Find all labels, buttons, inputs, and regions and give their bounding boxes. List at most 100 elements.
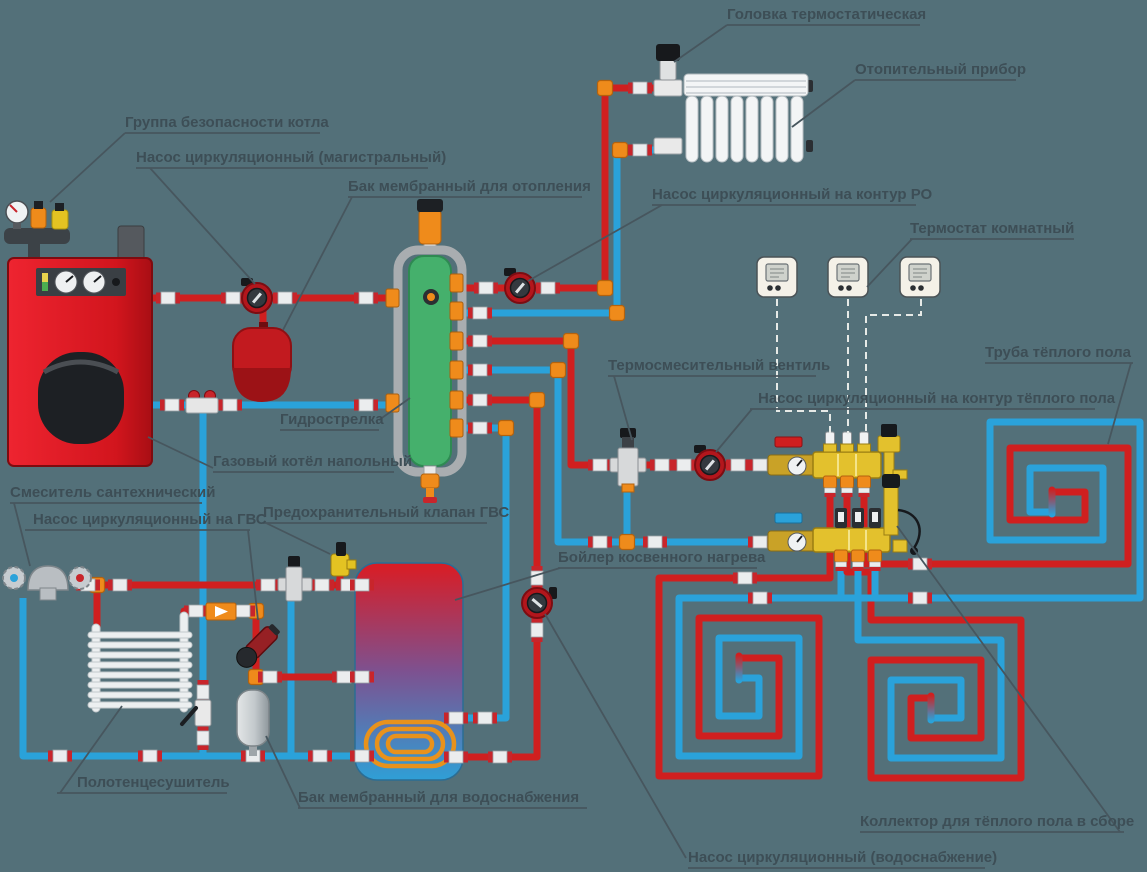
safety-valve-body — [330, 553, 350, 577]
thermostat-wires — [776, 299, 922, 434]
ball-valve-lever-blue[interactable] — [774, 512, 803, 524]
check-valve — [205, 602, 237, 621]
vent-pipe — [883, 486, 899, 536]
label-pump-water: Насос циркуляционный (водоснабжение) — [688, 849, 997, 866]
elbow-fitting — [497, 419, 515, 437]
floor-coil-bottom-left — [655, 493, 845, 780]
radiator-plug — [806, 140, 813, 152]
room-thermostat-1[interactable] — [756, 256, 798, 298]
elbow-fitting — [549, 361, 567, 379]
thermo-valve-cap[interactable] — [857, 431, 871, 453]
thermo-valve-cap[interactable] — [823, 431, 837, 453]
safety-group-manifold — [4, 228, 70, 244]
radiator-header — [683, 73, 809, 97]
label-safety-valve-dhw: Предохранительный клапан ГВС — [263, 504, 509, 521]
drain-valve-icon — [420, 473, 440, 489]
pump-dhw-icon[interactable] — [233, 621, 284, 672]
valve-lever[interactable] — [180, 706, 198, 726]
burner-door — [38, 352, 124, 444]
gauge-needle — [65, 275, 74, 283]
port-flange — [385, 393, 400, 413]
manifold-outlet — [851, 549, 865, 572]
label-towel-dryer: Полотенцесушитель — [77, 774, 230, 791]
port-flange — [449, 301, 464, 321]
floor-coil-return-pipe — [854, 566, 1005, 762]
floor-coil-supply-pipe — [843, 493, 1025, 782]
drain-valve-icon — [426, 488, 434, 499]
safety-valve-cap — [336, 542, 346, 556]
flow-meter-icon — [835, 508, 847, 528]
floor-coil-return-pipe — [675, 566, 845, 760]
hydraulic-separator — [385, 199, 467, 503]
air-vent-cap — [34, 201, 43, 209]
label-floor-collector: Коллектор для тёплого пола в сборе — [860, 813, 1134, 830]
elbow-fitting — [528, 391, 546, 409]
mixer-spout — [39, 587, 57, 601]
manifold-outlet — [834, 549, 848, 572]
safety-group-riser — [28, 242, 40, 260]
drain-handle[interactable] — [423, 497, 437, 503]
label-floor-pipe: Труба тёплого пола — [985, 344, 1132, 361]
manifold-outlet — [868, 549, 882, 572]
thermo-valve-cap[interactable] — [840, 431, 854, 453]
boiler-return-valve[interactable] — [185, 390, 219, 414]
port-flange — [449, 273, 464, 293]
radiator-sections — [685, 95, 804, 163]
gas-boiler — [7, 225, 153, 467]
thermostatic-head-icon[interactable] — [656, 44, 680, 61]
pump-radiator-circuit-icon[interactable] — [503, 267, 536, 304]
label-mixer-tap: Смеситель сантехнический — [10, 484, 215, 501]
thermo-mixing-valve[interactable] — [609, 428, 647, 493]
floor-coil-bottom-middle — [843, 493, 1025, 782]
label-thermo-head: Головка термостатическая — [727, 6, 926, 23]
thermometer-dial — [427, 293, 435, 301]
separator-vessel — [408, 255, 452, 467]
radiator-return-valve[interactable] — [653, 137, 683, 155]
room-thermostat-2[interactable] — [827, 256, 869, 298]
drain-tap[interactable] — [892, 539, 908, 553]
tee-fitting — [618, 533, 636, 551]
label-gas-boiler: Газовый котёл напольный — [213, 453, 412, 470]
expansion-tank-water — [236, 689, 270, 756]
boiler-button[interactable] — [112, 278, 120, 286]
pump-floor-circuit-icon[interactable] — [693, 444, 726, 481]
mixer-body — [27, 565, 69, 591]
label-safety-group: Группа безопасности котла — [125, 114, 329, 131]
towel-dryer — [87, 611, 193, 713]
sensor-capillary — [897, 508, 921, 549]
sanitary-mixer[interactable] — [2, 565, 92, 601]
mixing-valve-body — [617, 447, 639, 487]
port-flange — [385, 288, 400, 308]
air-vent-cap — [417, 199, 443, 212]
tank-bottom — [233, 368, 291, 402]
manifold-outlet — [857, 475, 871, 498]
label-pump-dhw: Насос циркуляционный на ГВС — [33, 511, 267, 528]
manifold-sections — [837, 454, 857, 476]
floor-coil-return-pipe — [837, 418, 1144, 602]
elbow-fitting — [611, 141, 629, 159]
safety-valve-cap — [55, 203, 64, 211]
label-pump-floor: Насос циркуляционный на контур тёплого п… — [758, 390, 1116, 407]
dhw-coil-return-pipe — [460, 424, 510, 722]
valve-stem — [659, 59, 677, 81]
room-thermostat-3[interactable] — [899, 256, 941, 298]
pump-main-icon[interactable] — [240, 277, 273, 314]
radiator-valve[interactable] — [653, 79, 683, 97]
cold-main-valve[interactable] — [180, 699, 212, 727]
manifold-sections — [848, 530, 867, 550]
air-vent-cap — [882, 474, 900, 488]
dhw-mixing-valve[interactable] — [277, 556, 313, 602]
indirect-boiler — [349, 562, 469, 781]
label-pump-ro: Насос циркуляционный на контур РО — [652, 186, 933, 203]
label-pump-main: Насос циркуляционный (магистральный) — [136, 149, 446, 166]
floor-coil-supply-pipe — [860, 444, 1132, 568]
mixing-valve-cap — [620, 428, 636, 438]
chimney — [117, 225, 145, 261]
dhw-safety-valve[interactable] — [330, 542, 357, 577]
radiator — [653, 44, 813, 163]
elbow-fitting — [608, 304, 626, 322]
ball-valve-lever-red[interactable] — [774, 436, 803, 448]
pump-water-supply-icon[interactable] — [521, 586, 558, 619]
leader-lines — [13, 24, 1132, 859]
